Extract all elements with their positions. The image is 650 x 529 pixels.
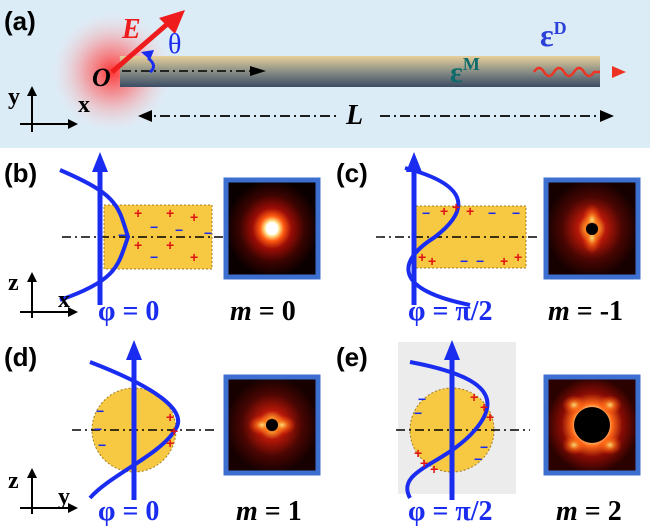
m-label-e: m = 2 xyxy=(556,496,622,527)
panel-e-label: (e) xyxy=(336,342,368,372)
field-label: E xyxy=(121,14,141,45)
svg-text:+: + xyxy=(420,455,428,471)
field-vector xyxy=(110,18,174,74)
axis-z-label-d: z xyxy=(8,468,19,494)
panel-c-label: (c) xyxy=(336,158,368,188)
panel-d: (d) + + + − − − φ = 0 m = 1 z y xyxy=(4,340,321,527)
svg-text:−: − xyxy=(94,421,102,437)
wave-profile-c xyxy=(404,166,471,307)
svg-text:+: + xyxy=(134,205,142,221)
surface-charges-c: + + + + + + + − − − − − xyxy=(418,199,522,269)
svg-text:+: + xyxy=(466,203,474,219)
field-map-frame-c xyxy=(543,177,641,280)
svg-text:−: − xyxy=(204,225,212,241)
svg-text:−: − xyxy=(414,405,422,421)
svg-text:+: + xyxy=(134,237,142,253)
svg-text:−: − xyxy=(476,253,484,269)
svg-text:+: + xyxy=(486,409,494,425)
svg-text:−: − xyxy=(480,439,488,455)
phi-label-c: φ = π/2 xyxy=(408,296,493,327)
origin-label: O xyxy=(92,63,111,92)
svg-text:+: + xyxy=(430,461,438,477)
panel-e: (e) + + + + + + − − − − φ = π/2 m = 2 xyxy=(336,340,641,527)
phi-label-d: φ = 0 xyxy=(98,496,159,527)
panel-a: (a) E θ O εM εD L y x xyxy=(0,0,650,148)
angle-label: θ xyxy=(168,29,181,60)
dielectric-permittivity-label: εD xyxy=(540,17,567,53)
svg-text:+: + xyxy=(428,253,436,269)
panel-c: (c) + + + + + + + − − − − − φ = π/2 m = … xyxy=(336,152,641,327)
svg-text:−: − xyxy=(96,403,104,419)
svg-text:−: − xyxy=(460,253,468,269)
axis-x-label: x xyxy=(78,92,90,118)
axis-z-label-b: z xyxy=(8,270,19,296)
phi-label-b: φ = 0 xyxy=(98,296,159,327)
svg-text:+: + xyxy=(470,389,478,405)
svg-text:−: − xyxy=(150,249,158,265)
m-label-c: m = -1 xyxy=(548,296,623,327)
svg-text:−: − xyxy=(422,205,430,221)
svg-text:+: + xyxy=(480,399,488,415)
axis-x-label-b: x xyxy=(58,287,70,313)
svg-text:−: − xyxy=(98,437,106,453)
axis-y-label-d: y xyxy=(58,484,70,510)
surface-charges-d: + + + − − − xyxy=(94,403,178,453)
m-label-d: m = 1 xyxy=(236,496,302,527)
svg-text:+: + xyxy=(166,409,174,425)
panel-d-label: (d) xyxy=(4,342,37,372)
m-label-b: m = 0 xyxy=(230,296,296,327)
svg-text:+: + xyxy=(190,249,198,265)
surface-charges-b: + + + + + + − − − − − xyxy=(118,205,212,265)
field-map-frame-b xyxy=(223,177,321,280)
svg-text:+: + xyxy=(190,209,198,225)
svg-text:+: + xyxy=(452,199,460,215)
svg-text:−: − xyxy=(175,222,183,238)
svg-text:+: + xyxy=(418,249,426,265)
svg-text:−: − xyxy=(474,451,482,467)
svg-text:+: + xyxy=(166,435,174,451)
phi-label-e: φ = π/2 xyxy=(408,496,493,527)
panel-a-label: (a) xyxy=(4,6,36,36)
svg-text:+: + xyxy=(170,423,178,439)
svg-text:−: − xyxy=(512,205,520,221)
length-label: L xyxy=(345,100,363,131)
emission-wave xyxy=(532,66,600,78)
surface-charges-e: + + + + + + − − − − xyxy=(414,389,494,477)
svg-text:+: + xyxy=(414,445,422,461)
panel-b-label: (b) xyxy=(4,158,37,188)
svg-text:+: + xyxy=(514,249,522,265)
panel-b: (b) + + + + + + − − − − − φ = 0 m = 0 z … xyxy=(4,152,321,327)
svg-text:+: + xyxy=(440,203,448,219)
svg-text:−: − xyxy=(418,391,426,407)
wave-profile-e xyxy=(405,360,490,499)
svg-text:+: + xyxy=(166,205,174,221)
svg-text:+: + xyxy=(500,253,508,269)
svg-text:−: − xyxy=(150,219,158,235)
svg-text:+: + xyxy=(166,237,174,253)
svg-text:−: − xyxy=(488,205,496,221)
axis-y-label: y xyxy=(8,84,20,110)
svg-text:−: − xyxy=(118,227,126,243)
metal-permittivity-label: εM xyxy=(450,54,480,89)
